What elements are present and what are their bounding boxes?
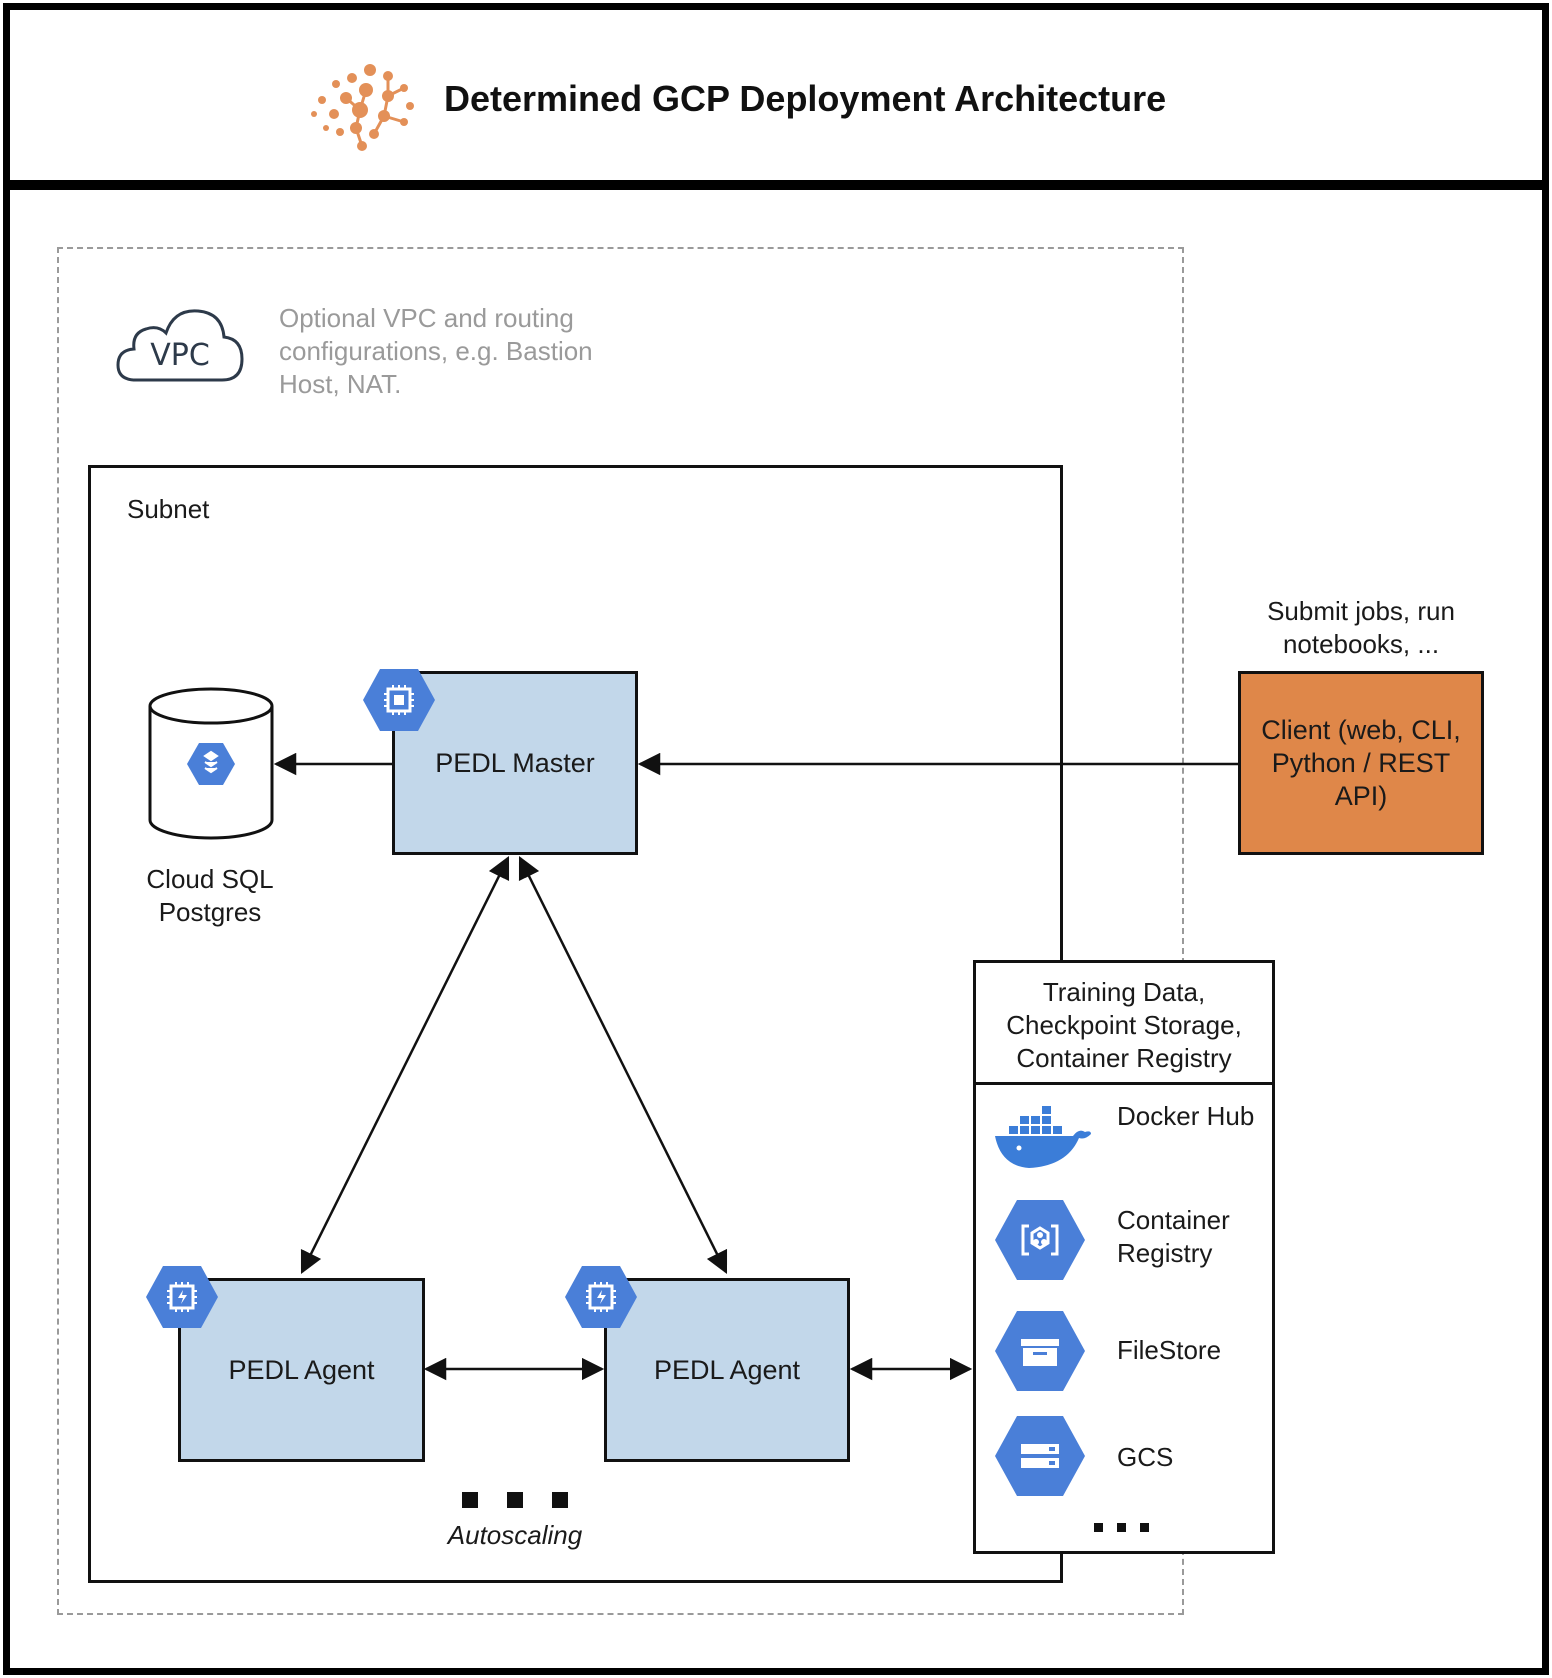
database-cylinder-icon <box>148 687 274 840</box>
page-title: Determined GCP Deployment Architecture <box>444 78 1167 119</box>
database-label: Cloud SQL Postgres <box>146 864 274 927</box>
filestore-icon <box>995 1311 1085 1391</box>
docker-icon <box>995 1106 1091 1168</box>
master-label: PEDL Master <box>435 747 595 778</box>
agent-node: PEDL Agent <box>604 1278 850 1462</box>
compute-engine-icon <box>146 1266 218 1328</box>
vpc-cloud-icon: VPC <box>116 309 244 382</box>
vpc-icon-label: VPC <box>150 338 210 373</box>
more-agents-ellipsis-icon <box>462 1492 568 1508</box>
compute-engine-icon <box>363 669 435 731</box>
vpc-boundary <box>57 247 1184 1615</box>
docker-hub-label: Docker Hub <box>1117 1101 1255 1131</box>
client-caption: Submit jobs, run notebooks, ... <box>1267 596 1455 659</box>
compute-engine-icon <box>565 1266 637 1328</box>
container-registry-icon <box>995 1200 1085 1280</box>
storage-header: Training Data, Checkpoint Storage, Conta… <box>976 963 1272 1085</box>
diagram-frame <box>3 183 1549 1675</box>
agent-label: PEDL Agent <box>653 1354 801 1385</box>
autoscaling-label: Autoscaling <box>447 1520 583 1550</box>
client-label: Client (web, CLI, Python / REST API) <box>1261 714 1461 811</box>
more-services-ellipsis-icon <box>1094 1523 1149 1532</box>
vpc-description: Optional VPC and routing configurations,… <box>279 303 593 399</box>
gcs-icon <box>995 1416 1085 1496</box>
agent-node: PEDL Agent <box>178 1278 425 1462</box>
gcs-label: GCS <box>1117 1442 1174 1472</box>
container-registry-label: Container Registry <box>1117 1205 1230 1268</box>
determined-logo-icon <box>311 64 414 151</box>
arrow-master-agent-2 <box>518 855 728 1275</box>
subnet-label: Subnet <box>127 494 210 524</box>
filestore-label: FileStore <box>1117 1335 1222 1365</box>
client-node: Client (web, CLI, Python / REST API) <box>1238 671 1484 855</box>
arrow-master-agent-1 <box>300 855 510 1275</box>
agent-label: PEDL Agent <box>228 1354 375 1385</box>
